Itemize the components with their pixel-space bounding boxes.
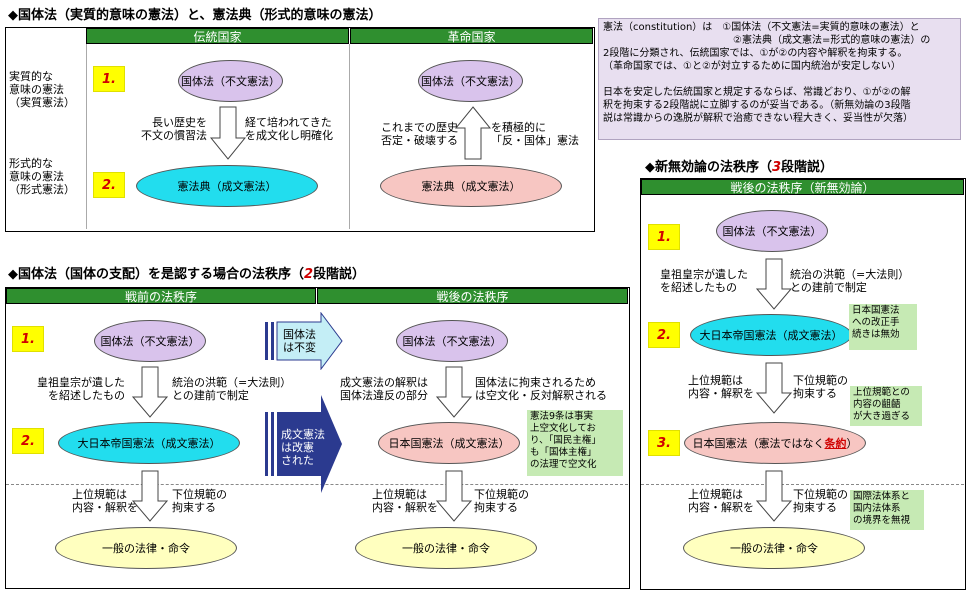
right-num-2: 2.: [648, 322, 680, 348]
arrow-amended: [265, 395, 342, 493]
info-box: 憲法（constitution）は ①国体法（不文憲法=実質的意味の憲法）と ②…: [598, 18, 961, 140]
arrow-amended-label: 成文憲法 は改憲 された: [281, 428, 325, 467]
right-left2: 上位規範は 内容・解釈を: [688, 374, 754, 400]
middle-dash-line: [6, 484, 628, 485]
top-num-1: 1.: [93, 66, 125, 92]
top-num-2: 2.: [93, 172, 125, 198]
post-note: 憲法9条は事実 上空文化してお り、「国民主権」 も「国体主権」 の法理で空文化: [527, 410, 623, 476]
pre-left1: 皇祖皇宗が遺した を紹述したもの: [37, 376, 125, 402]
right-left3: 上位規範は 内容・解釈を: [688, 488, 754, 514]
right-right3: 下位規範の 拘束する: [793, 488, 848, 514]
right-left1: 皇祖皇宗が遺した を紹述したもの: [660, 268, 748, 294]
row2-label: 形式的な 意味の憲法 （形式憲法）: [9, 157, 75, 196]
right-arrow-1: [756, 258, 792, 310]
trad-kokutai-ellipse: 国体法（不文憲法）: [178, 60, 283, 102]
arrow-unchanged: [265, 312, 343, 370]
pre-left2: 上位規範は 内容・解釈を: [72, 488, 138, 514]
pre-kokutai-ellipse: 国体法（不文憲法）: [94, 320, 206, 362]
trad-right-text: 経て培われてきた を成文化し明確化: [245, 116, 333, 142]
trad-down-arrow: [210, 106, 246, 160]
right-arrow-3: [756, 470, 792, 522]
post-left1: 成文憲法の解釈は 国体法違反の部分: [340, 376, 428, 402]
right-num-3: 3.: [648, 430, 680, 456]
col-revolution-bar: 革命国家: [350, 28, 593, 44]
rev-kokutai-ellipse: 国体法（不文憲法）: [418, 60, 523, 102]
pre-right2: 下位規範の 拘束する: [172, 488, 227, 514]
right-right1: 統治の洪範（=大法則） との建前で制定: [790, 268, 910, 294]
rev-left-text: これまでの歴史 否定・破壊する: [381, 121, 458, 147]
right-kokutai-ellipse: 国体法（不文憲法）: [716, 210, 828, 252]
right-right2: 下位規範の 拘束する: [793, 374, 848, 400]
prewar-bar: 戦前の法秩序: [6, 288, 316, 304]
right-arrow-2: [756, 362, 792, 414]
rev-right-text: を積極的に 「反・国体」憲法: [491, 121, 579, 147]
right-law-ellipse: 一般の法律・命令: [683, 527, 865, 569]
pre-arrow-2: [132, 470, 168, 522]
right-nihonkoku-ellipse: 日本国憲法（憲法ではなく条約）: [684, 422, 866, 464]
post-arrow-2: [436, 470, 472, 522]
right-meiji-ellipse: 大日本帝国憲法（成文憲法）: [690, 314, 852, 356]
pre-right1: 統治の洪範（=大法則） との建前で制定: [172, 376, 292, 402]
trad-left-text: 長い歴史を 不文の慣習法: [141, 116, 207, 142]
rev-kenpouten-ellipse: 憲法典（成文憲法）: [380, 165, 562, 207]
rev-up-arrow: [455, 106, 491, 160]
top-heading: ◆国体法（実質的意味の憲法）と、憲法典（形式的意味の憲法）: [8, 8, 382, 23]
post-nihonkoku-ellipse: 日本国憲法（成文憲法）: [378, 422, 520, 464]
arrow-unchanged-label: 国体法 は不変: [283, 328, 316, 354]
post-arrow-1: [436, 366, 472, 418]
right-note-1: 日本国憲法 への改正手 続きは無効: [849, 304, 917, 350]
right-note-2: 上位規範との 内容の齟齬 が大き過ぎる: [850, 386, 922, 426]
mid-num-1: 1.: [12, 326, 44, 352]
pre-law-ellipse: 一般の法律・命令: [55, 527, 237, 569]
right-note-3: 国際法体系と 国内法体系 の境界を無視: [850, 490, 924, 530]
right-heading: ◆新無効論の法秩序（3段階説）: [645, 160, 834, 175]
pre-meiji-ellipse: 大日本帝国憲法（成文憲法）: [58, 422, 240, 464]
postwar-bar: 戦後の法秩序: [317, 288, 628, 304]
middle-heading: ◆国体法（国体の支配）を是認する場合の法秩序（2段階説）: [8, 267, 366, 282]
post-right1: 国体法に拘束されるため は空文化・反対解釈される: [475, 376, 607, 402]
right-bar: 戦後の法秩序（新無効論）: [641, 179, 964, 195]
right-dash-line: [641, 484, 964, 485]
row1-label: 実質的な 意味の憲法 （実質憲法）: [9, 70, 75, 109]
post-kokutai-ellipse: 国体法（不文憲法）: [396, 320, 508, 362]
post-law-ellipse: 一般の法律・命令: [355, 527, 537, 569]
top-divider-left: [86, 44, 87, 229]
col-traditional-bar: 伝統国家: [86, 28, 349, 44]
pre-arrow-1: [132, 366, 168, 418]
right-num-1: 1.: [648, 224, 680, 250]
top-divider-mid: [349, 44, 350, 229]
post-left2: 上位規範は 内容・解釈を: [372, 488, 438, 514]
mid-num-2: 2.: [12, 428, 44, 454]
post-right2: 下位規範の 拘束する: [474, 488, 529, 514]
trad-kenpouten-ellipse: 憲法典（成文憲法）: [136, 165, 318, 207]
